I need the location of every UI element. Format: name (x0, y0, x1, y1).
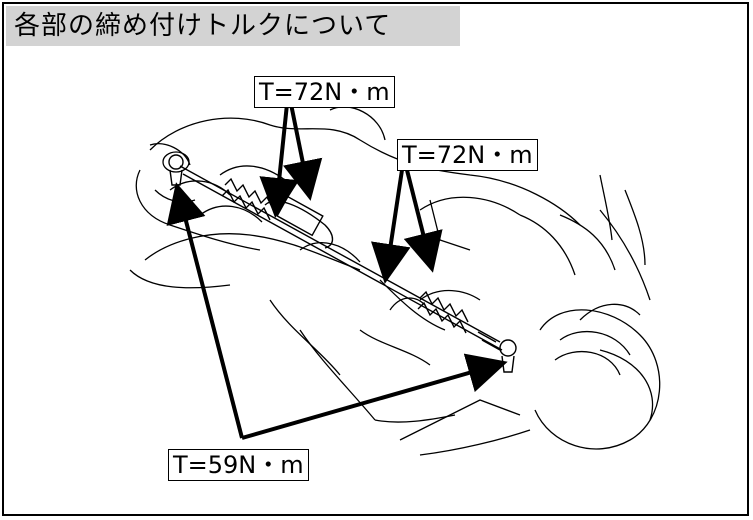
torque-callout-lower: T=59N・m (168, 449, 309, 481)
vehicle-frame-sketch (129, 106, 651, 456)
arrow-right-1 (371, 169, 411, 284)
arrow-upper-1 (259, 103, 300, 218)
callout-arrows (166, 103, 508, 440)
page-title: 各部の締め付けトルクについて (6, 6, 460, 46)
arrow-lower-2 (241, 353, 508, 440)
arrow-lower-1 (166, 182, 244, 439)
arrow-right-2 (403, 169, 443, 273)
torque-callout-right: T=72N・m (397, 139, 538, 171)
wheel-knuckle-right (534, 303, 661, 450)
wheel-knuckle-left (149, 143, 196, 203)
steering-rack (168, 154, 517, 373)
arrow-upper-2 (283, 103, 323, 201)
torque-callout-upper: T=72N・m (254, 76, 395, 108)
